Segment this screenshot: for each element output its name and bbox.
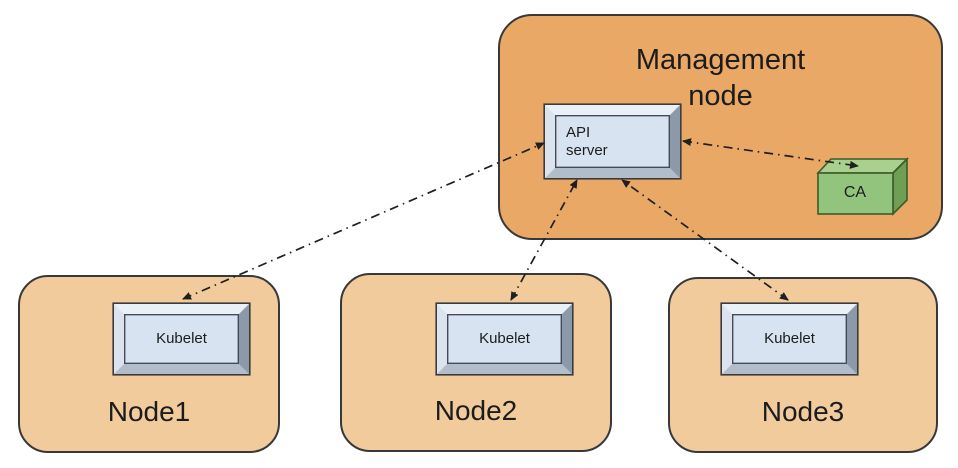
management-node-label: Management node: [635, 44, 806, 112]
ca-front-face: [817, 172, 894, 215]
kubelet-box-node2: Kubelet: [437, 304, 572, 374]
kubelet-label-node2: Kubelet: [479, 330, 530, 347]
node2-group: Kubelet Node2: [340, 273, 612, 452]
ca-top-face: [816, 158, 909, 174]
node1-group: Kubelet Node1: [18, 275, 280, 453]
kubelet-box-node1: Kubelet: [114, 304, 249, 374]
kubelet-label-node3: Kubelet: [764, 330, 815, 347]
kubelet-label-node1: Kubelet: [156, 330, 207, 347]
ca-label: CA: [843, 184, 867, 201]
node1-label: Node1: [107, 396, 191, 427]
api-server-label: API server: [566, 123, 608, 159]
node3-group: Kubelet Node3: [668, 277, 938, 453]
node2-label: Node2: [434, 395, 518, 426]
kubelet-box-node3: Kubelet: [722, 304, 857, 374]
api-server-box: API server: [545, 105, 680, 178]
ca-cuboid: [816, 157, 909, 216]
node3-label: Node3: [761, 396, 845, 427]
ca-box: CA: [816, 157, 910, 217]
